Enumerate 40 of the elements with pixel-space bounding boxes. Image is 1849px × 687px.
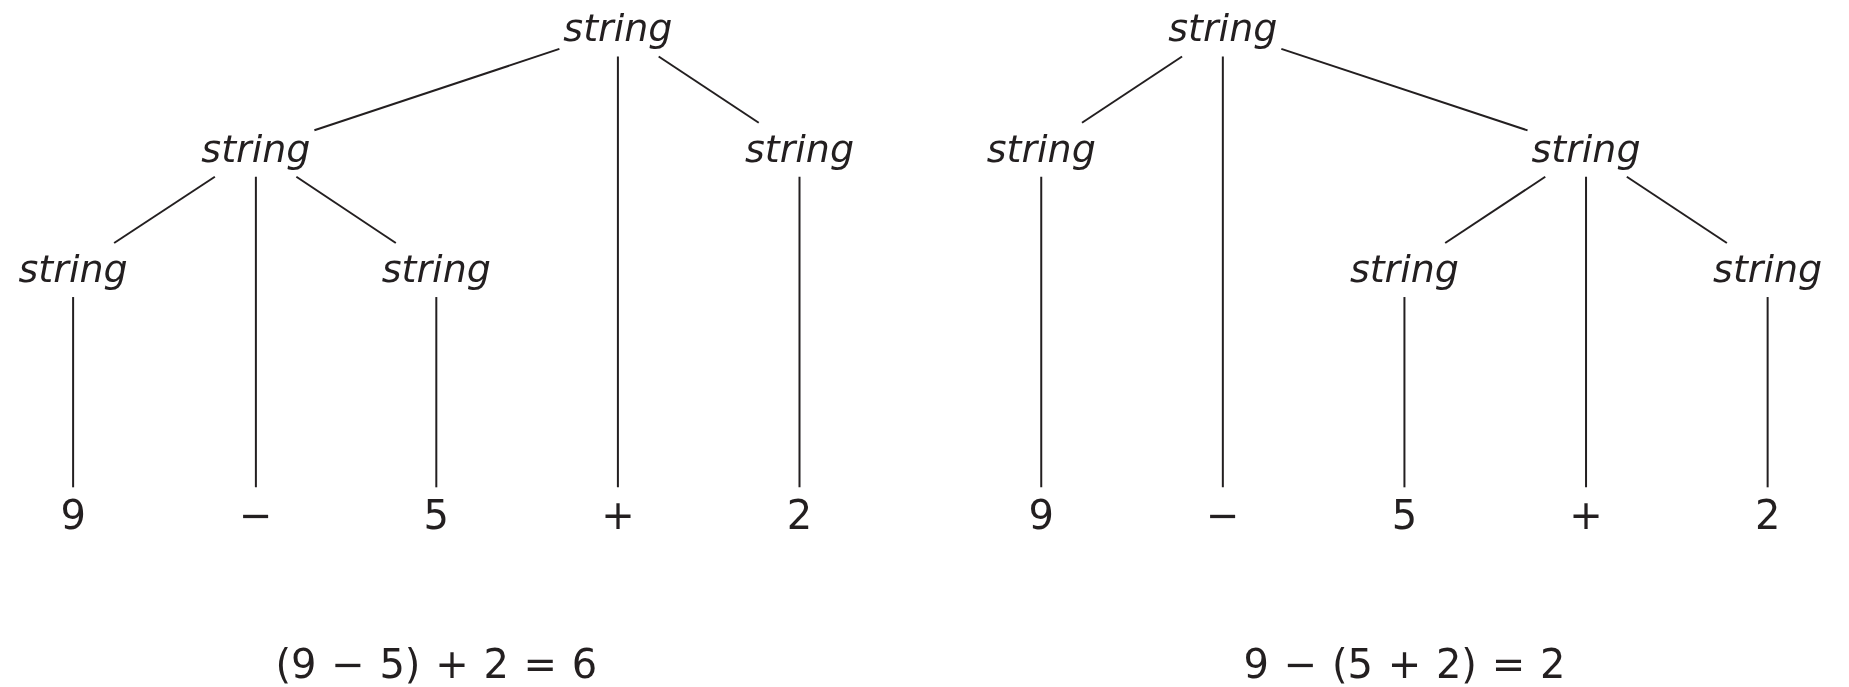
terminal-symbol: + <box>601 492 635 539</box>
expression-caption: 9 − (5 + 2) = 2 <box>1243 640 1566 687</box>
tree-edge <box>113 175 216 245</box>
terminal-symbol: + <box>1569 492 1603 539</box>
nonterminal-label: string <box>986 126 1096 171</box>
nonterminal-label: string <box>1168 6 1278 51</box>
terminal-symbol: 9 <box>60 492 86 539</box>
nonterminal-label: string <box>201 126 311 171</box>
tree-edge <box>1221 55 1224 489</box>
tree-edge <box>1444 175 1547 245</box>
nonterminal-label: string <box>18 247 128 292</box>
tree-edge <box>616 55 619 489</box>
terminal-symbol: 2 <box>1754 492 1781 539</box>
nonterminal-label: string <box>381 247 491 292</box>
nonterminal-label: string <box>1713 247 1823 292</box>
tree-edge <box>798 175 801 489</box>
terminal-symbol: − <box>239 492 273 539</box>
terminal-symbol: 5 <box>423 492 449 539</box>
nonterminal-label: string <box>744 126 855 171</box>
tree-edge <box>1585 175 1588 489</box>
terminal-symbol: − <box>1206 492 1240 539</box>
expression-caption: (9 − 5) + 2 = 6 <box>275 640 598 687</box>
tree-edge <box>1766 296 1769 489</box>
terminal-symbol: 5 <box>1391 492 1418 539</box>
tree-edge <box>435 296 438 489</box>
terminal-symbol: 9 <box>1028 492 1054 539</box>
tree-edge <box>1403 296 1406 489</box>
tree-edge <box>72 296 75 489</box>
tree-edge <box>1625 175 1728 245</box>
tree-edge <box>295 175 397 245</box>
tree-edge <box>657 55 760 124</box>
tree-edge <box>1280 47 1529 132</box>
tree-edge <box>1081 55 1184 124</box>
tree-edge <box>1040 175 1043 489</box>
nonterminal-label: string <box>563 6 673 51</box>
tree-edge <box>313 47 561 132</box>
tree-edge <box>254 175 257 489</box>
terminal-symbol: 2 <box>786 492 813 539</box>
nonterminal-label: string <box>1349 247 1459 292</box>
nonterminal-label: string <box>1531 126 1641 171</box>
